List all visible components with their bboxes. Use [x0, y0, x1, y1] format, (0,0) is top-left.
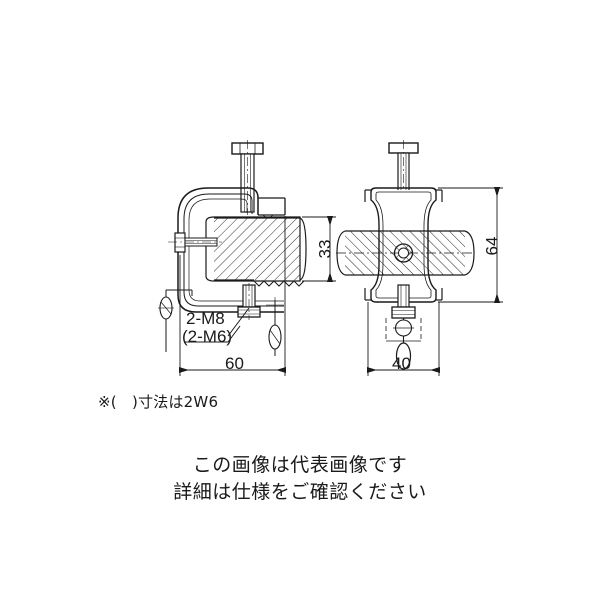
caption-line-2: 詳細は仕様をご確認ください — [173, 480, 427, 503]
representative-image-caption: この画像は代表画像です 詳細は仕様をご確認ください — [0, 452, 600, 506]
dim-64-lines — [438, 187, 503, 303]
thread-callout-leader — [184, 307, 250, 343]
side-bolt — [168, 232, 222, 253]
lower-bolt-side — [237, 283, 261, 320]
hanger-rod-front — [385, 318, 422, 370]
dimension-label-64: 64 — [482, 236, 502, 256]
side-view-group — [158, 140, 336, 376]
dimension-note: ※( )寸法は2W6 — [98, 393, 219, 411]
thread-callout-primary: 2-M8 — [186, 309, 225, 328]
pipe-section-front — [336, 230, 475, 276]
dimension-label-33: 33 — [315, 239, 335, 259]
hanger-rod-left — [158, 289, 193, 352]
front-view-group — [336, 140, 503, 376]
caption-line-1: この画像は代表画像です — [192, 454, 408, 476]
dim-40-lines — [367, 302, 440, 376]
dim-33-lines — [302, 216, 336, 282]
lower-bolt-front — [391, 284, 416, 319]
dimension-label-40: 40 — [392, 354, 411, 373]
dimension-label-60: 60 — [225, 354, 244, 373]
hanger-rod-right — [260, 297, 284, 356]
dim-60-lines — [179, 216, 286, 376]
pipe-side — [205, 216, 307, 287]
thread-callout-alternate: (2-M6) — [182, 327, 233, 346]
clamp-body-side — [177, 187, 286, 313]
